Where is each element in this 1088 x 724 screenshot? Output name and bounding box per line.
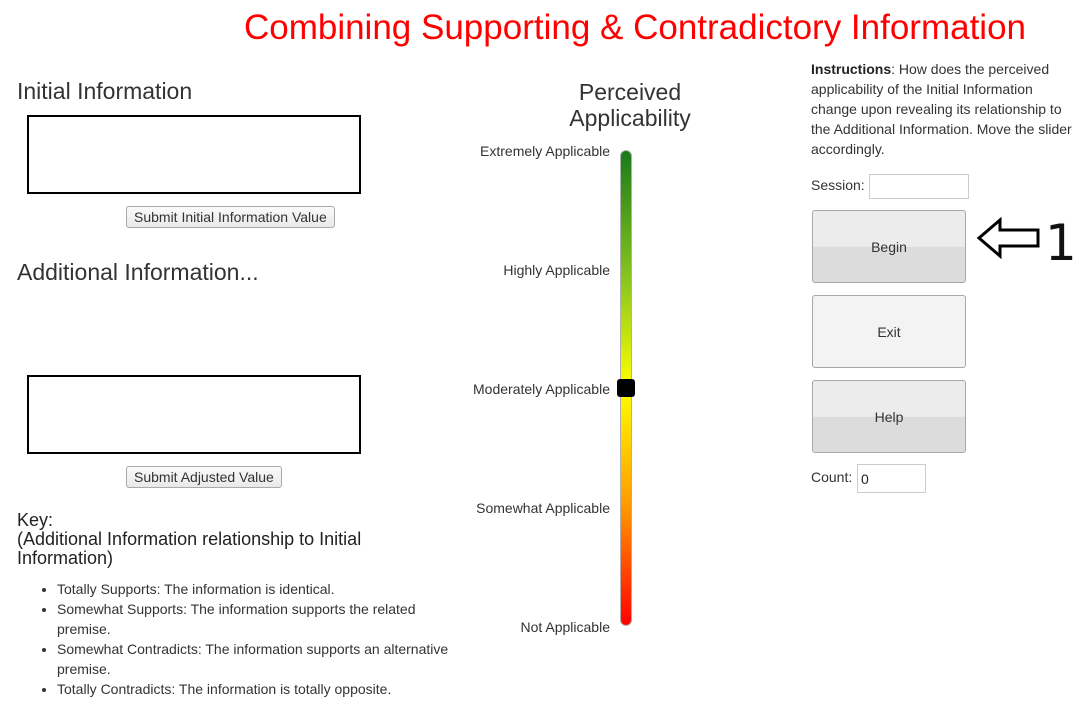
count-label: Count:	[811, 469, 853, 485]
scale-title: Perceived Applicability	[545, 79, 715, 131]
scale-label-not-applicable: Not Applicable	[520, 619, 610, 635]
key-section: Key: (Additional Information relationshi…	[17, 511, 397, 568]
key-heading: Key:	[17, 510, 54, 530]
submit-adjusted-value-button[interactable]: Submit Adjusted Value	[126, 466, 282, 488]
submit-initial-information-button[interactable]: Submit Initial Information Value	[126, 206, 335, 228]
additional-information-heading: Additional Information...	[17, 259, 259, 285]
begin-button[interactable]: Begin	[812, 210, 966, 283]
scale-title-line1: Perceived	[578, 79, 682, 105]
instructions: Instructions: How does the perceived app…	[811, 59, 1073, 159]
outline-left-arrow-icon	[976, 216, 1040, 260]
help-button[interactable]: Help	[812, 380, 966, 453]
initial-information-heading: Initial Information	[17, 78, 193, 104]
scale-label-somewhat-applicable: Somewhat Applicable	[476, 500, 610, 516]
scale-title-line2: Applicability	[569, 105, 691, 131]
additional-information-value-box	[27, 375, 361, 454]
annotation-number: 1	[1045, 214, 1077, 272]
session-label: Session:	[811, 177, 865, 193]
exit-button[interactable]: Exit	[812, 295, 966, 368]
instructions-label: Instructions	[811, 61, 892, 77]
key-item-somewhat-contradicts: Somewhat Contradicts: The information su…	[57, 639, 457, 679]
scale-label-extremely-applicable: Extremely Applicable	[480, 143, 610, 159]
count-input[interactable]	[857, 464, 926, 493]
initial-information-value-box	[27, 115, 361, 194]
session-input[interactable]	[869, 174, 969, 199]
key-item-totally-supports: Totally Supports: The information is ide…	[57, 579, 457, 599]
instructions-text: : How does the perceived applicability o…	[811, 61, 1072, 157]
key-list: Totally Supports: The information is ide…	[17, 579, 457, 699]
key-subheading: (Additional Information relationship to …	[17, 529, 362, 568]
scale-label-moderately-applicable: Moderately Applicable	[473, 381, 610, 397]
key-item-totally-contradicts: Totally Contradicts: The information is …	[57, 679, 457, 699]
scale-label-highly-applicable: Highly Applicable	[503, 262, 610, 278]
applicability-slider-handle[interactable]	[617, 379, 635, 397]
key-item-somewhat-supports: Somewhat Supports: The information suppo…	[57, 599, 457, 639]
page-title: Combining Supporting & Contradictory Inf…	[243, 8, 1027, 47]
